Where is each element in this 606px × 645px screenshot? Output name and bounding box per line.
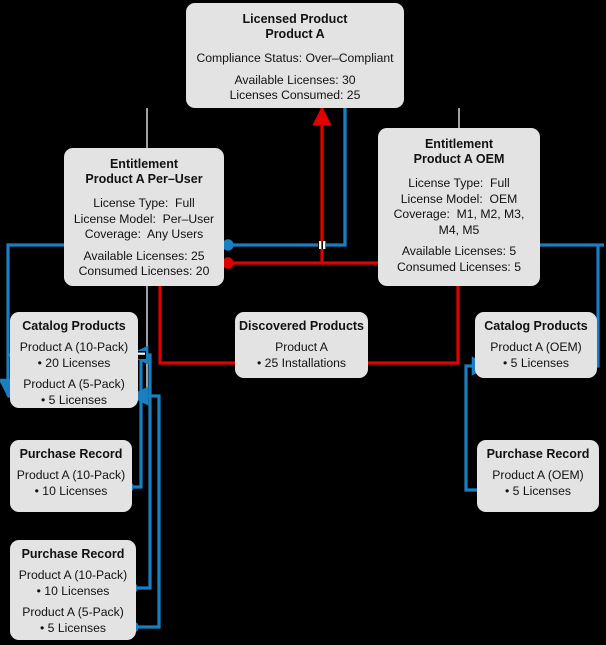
catalog-right-title: Catalog Products	[484, 319, 588, 333]
licensed-product-title: Licensed Product	[242, 12, 348, 26]
node-licensed-product[interactable]: Licensed Product Product A Compliance St…	[186, 3, 404, 108]
ent-peruser-available: Available Licenses: 25	[83, 248, 205, 263]
purchase-left-2-item2-name: Product A (5-Pack)	[22, 605, 124, 619]
ent-oem-coverage: Coverage: M1, M2, M3,	[393, 207, 525, 221]
catalog-left-item1-name: Product A (10-Pack)	[19, 340, 129, 354]
ent-oem-license-model: License Model: OEM	[400, 191, 518, 206]
purchase-left-1-title: Purchase Record	[19, 447, 123, 461]
node-purchase-record-right[interactable]: Purchase Record Product A (OEM) • 5 Lice…	[477, 440, 599, 512]
purchase-right-item1-name: Product A (OEM)	[492, 468, 584, 482]
ent-oem-available: Available Licenses: 5	[401, 244, 517, 258]
node-discovered-products[interactable]: Discovered Products Product A • 25 Insta…	[235, 312, 368, 378]
ent-peruser-license-model: License Model: Per–User	[73, 211, 215, 226]
ent-peruser-consumed: Consumed Licenses: 20	[78, 264, 210, 278]
catalog-left-item1-qty: • 20 Licenses	[37, 355, 111, 370]
purchase-left-2-item1-qty: • 10 Licenses	[36, 583, 110, 598]
node-entitlement-oem[interactable]: Entitlement Product A OEM License Type: …	[378, 128, 540, 286]
discovered-title: Discovered Products	[238, 319, 365, 333]
licensed-product-compliance: Compliance Status: Over–Compliant	[196, 51, 394, 65]
discovered-item1-name: Product A	[275, 340, 328, 354]
wire-peruser-available-rollup	[222, 75, 359, 251]
discovered-item1-qty: • 25 Installations	[257, 355, 346, 370]
node-purchase-record-left-1[interactable]: Purchase Record Product A (10-Pack) • 10…	[10, 440, 132, 512]
purchase-left-2-title: Purchase Record	[21, 547, 125, 561]
ent-oem-title: Entitlement	[424, 137, 494, 151]
purchase-right-title: Purchase Record	[486, 447, 590, 461]
catalog-right-item1-qty: • 5 Licenses	[503, 355, 569, 370]
catalog-left-item2-name: Product A (5-Pack)	[23, 377, 125, 391]
ent-oem-subtitle: Product A OEM	[413, 152, 505, 166]
licensed-product-consumed: Licenses Consumed: 25	[229, 88, 361, 102]
catalog-right-item1-name: Product A (OEM)	[490, 340, 582, 354]
ent-peruser-subtitle: Product A Per–User	[85, 172, 203, 186]
node-purchase-record-left-2[interactable]: Purchase Record Product A (10-Pack) • 10…	[10, 540, 136, 640]
ent-oem-coverage-cont: M4, M5	[438, 222, 480, 237]
licensed-product-available: Available Licenses: 30	[234, 72, 356, 87]
purchase-right-item1-qty: • 5 Licenses	[505, 483, 571, 498]
ent-peruser-coverage: Coverage: Any Users	[84, 227, 204, 241]
purchase-left-1-item1-qty: • 10 Licenses	[34, 483, 108, 498]
purchase-left-1-item1-name: Product A (10-Pack)	[16, 468, 126, 482]
purchase-left-2-item2-qty: • 5 Licenses	[40, 620, 106, 635]
node-catalog-products-left[interactable]: Catalog Products Product A (10-Pack) • 2…	[10, 312, 138, 408]
ent-oem-license-type: License Type: Full	[408, 176, 510, 190]
catalog-left-item2-qty: • 5 Licenses	[41, 392, 107, 407]
catalog-left-title: Catalog Products	[22, 319, 126, 333]
licensed-product-subtitle: Product A	[265, 27, 325, 41]
ent-peruser-title: Entitlement	[109, 157, 179, 171]
node-entitlement-peruser[interactable]: Entitlement Product A Per–User License T…	[64, 148, 224, 286]
ent-oem-consumed: Consumed Licenses: 5	[397, 259, 521, 274]
purchase-left-2-item1-name: Product A (10-Pack)	[18, 568, 128, 582]
node-catalog-products-right[interactable]: Catalog Products Product A (OEM) • 5 Lic…	[475, 312, 597, 378]
ent-peruser-license-type: License Type: Full	[93, 196, 195, 210]
